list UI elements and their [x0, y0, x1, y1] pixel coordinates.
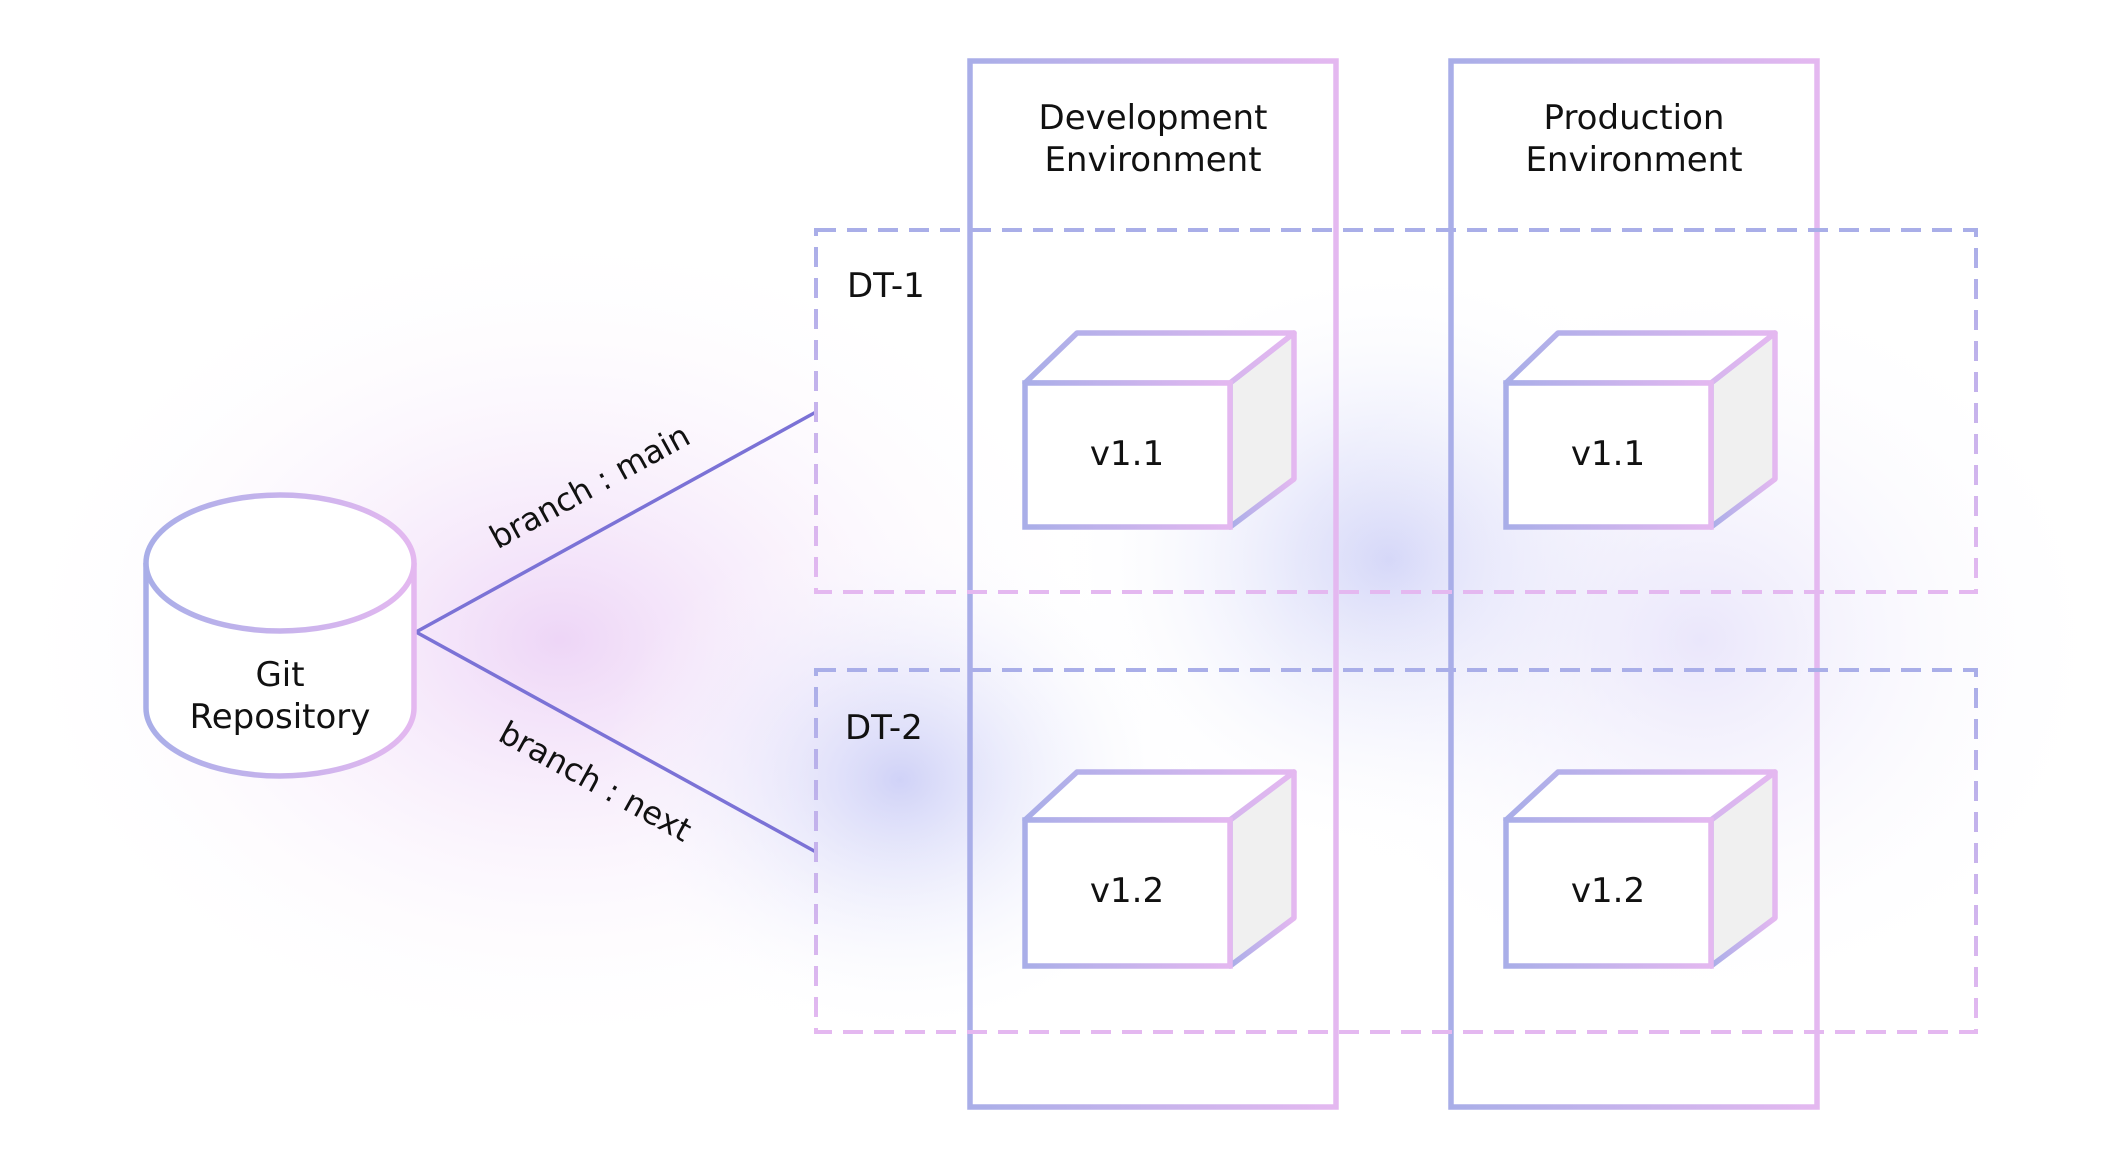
deployment-target-dt-2-label: DT-2 — [845, 708, 923, 748]
repository-label-line1: Git — [255, 655, 304, 695]
deployment-target-dt-1: DT-1 v1.1 v1.1 — [814, 228, 1978, 594]
cube-front — [1503, 380, 1714, 530]
environment-production: Production Environment — [1448, 58, 1820, 1110]
branch-next-line — [415, 630, 817, 854]
environment-production-frame — [1448, 58, 1820, 1110]
cube-front — [1022, 817, 1233, 969]
version-box-dt-1-production: v1.1 — [1503, 330, 1778, 530]
version-box-dt-1-development: v1.1 — [1022, 330, 1297, 530]
version-label: v1.1 — [1090, 434, 1164, 474]
repository-label-line2: Repository — [190, 697, 371, 737]
version-box-dt-2-development: v1.2 — [1022, 769, 1297, 969]
environment-development-label-line2: Environment — [1044, 140, 1261, 180]
version-box-dt-2-production: v1.2 — [1503, 769, 1778, 969]
branch-main-line — [415, 410, 817, 634]
git-repository: Git Repository — [143, 492, 417, 779]
deployment-target-dt-1-frame — [814, 228, 1978, 594]
environment-development: Development Environment — [967, 58, 1339, 1110]
deployment-target-dt-2: DT-2 v1.2 v1.2 — [814, 668, 1978, 1034]
repository-cylinder-top — [143, 492, 417, 634]
environment-development-frame — [967, 58, 1339, 1110]
cube-front — [1022, 380, 1233, 530]
environment-development-label-line1: Development — [1039, 98, 1268, 138]
environment-production-label-line1: Production — [1544, 98, 1725, 138]
version-label: v1.2 — [1571, 871, 1645, 911]
version-label: v1.2 — [1090, 871, 1164, 911]
deployment-target-dt-2-frame — [814, 668, 1978, 1034]
version-label: v1.1 — [1571, 434, 1645, 474]
branch-connectors — [415, 410, 817, 854]
deployment-target-dt-1-label: DT-1 — [847, 266, 925, 306]
background-glow — [0, 220, 2111, 1060]
cube-front — [1503, 817, 1714, 969]
environment-production-label-line2: Environment — [1525, 140, 1742, 180]
